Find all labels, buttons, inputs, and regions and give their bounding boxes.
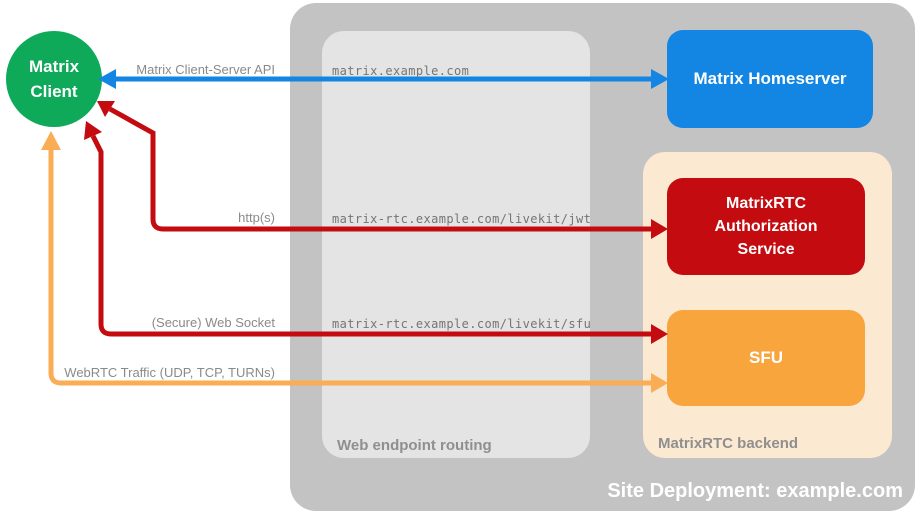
web-endpoint-routing-label: Web endpoint routing xyxy=(337,437,492,454)
web-endpoint-routing-container: Web endpoint routing xyxy=(322,31,590,458)
connection-label-web-socket: (Secure) Web Socket xyxy=(151,315,275,330)
connection-label-client-server-api: Matrix Client-Server API xyxy=(136,62,275,77)
site-deployment-label: Site Deployment: example.com xyxy=(607,480,903,502)
auth-service-label: MatrixRTC Authorization Service xyxy=(714,194,818,259)
sfu-label: SFU xyxy=(749,348,783,367)
node-matrix-client: Matrix Client xyxy=(6,31,102,127)
endpoint-livekit-jwt: matrix-rtc.example.com/livekit/jwt xyxy=(332,212,592,226)
matrix-homeserver-label: Matrix Homeserver xyxy=(693,69,847,88)
matrix-client-label: Matrix Client xyxy=(28,56,80,102)
connection-label-https: http(s) xyxy=(238,210,275,225)
connection-label-webrtc-traffic: WebRTC Traffic (UDP, TCP, TURNs) xyxy=(64,365,275,380)
endpoint-matrix-example-com: matrix.example.com xyxy=(332,64,470,78)
endpoint-livekit-sfu: matrix-rtc.example.com/livekit/sfu xyxy=(332,317,592,331)
node-sfu: SFU xyxy=(667,310,865,406)
matrixrtc-backend-label: MatrixRTC backend xyxy=(658,435,799,452)
node-matrixrtc-authorization-service: MatrixRTC Authorization Service xyxy=(667,178,865,275)
node-matrix-homeserver: Matrix Homeserver xyxy=(667,30,873,128)
